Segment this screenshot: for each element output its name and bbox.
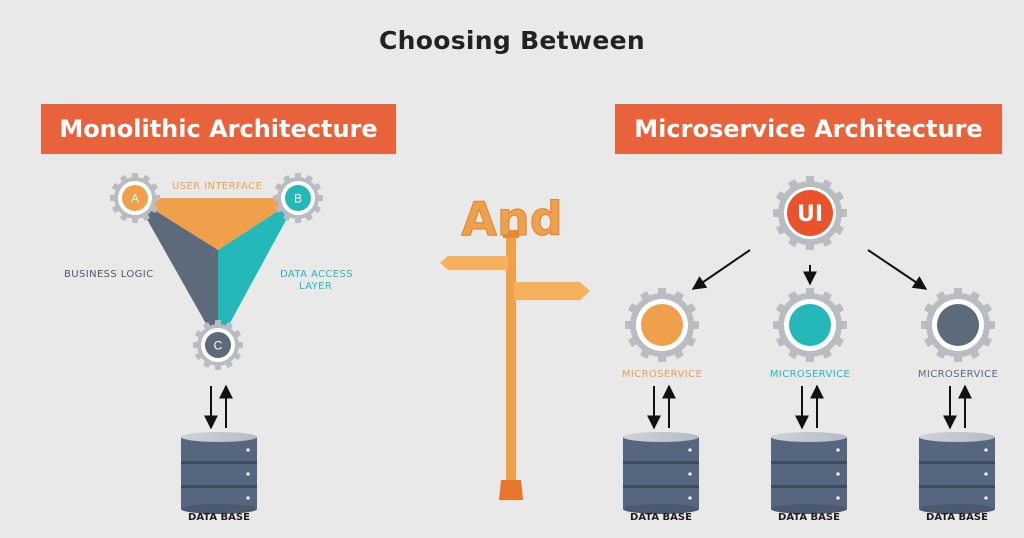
ui-to-service-arrows: [691, 249, 928, 290]
microservice-2-label: MICROSERVICE: [769, 369, 851, 380]
ui-node-label: UI: [797, 202, 823, 227]
monolith-db-arrows: [204, 384, 233, 430]
node-a-label: A: [131, 192, 139, 206]
node-b-label: B: [294, 192, 302, 206]
data-access-segment: [218, 198, 298, 345]
service-3-database-icon: [919, 432, 995, 514]
user-interface-segment: [135, 198, 298, 250]
service-1-database-label: DATA BASE: [630, 512, 692, 523]
node-b: B: [273, 173, 323, 223]
node-a: A: [110, 173, 160, 223]
microservice-architecture-banner: Microservice Architecture: [615, 104, 1002, 154]
microservice-3-label: MICROSERVICE: [917, 369, 999, 380]
monolith-database-label: DATA BASE: [188, 512, 250, 523]
signpost-icon: [440, 230, 590, 500]
service-2-database-icon: [771, 432, 847, 514]
and-word: And: [461, 192, 562, 246]
ui-node: UI: [773, 176, 847, 250]
user-interface-label: USER INTERFACE: [172, 181, 263, 192]
microservice-node-2: [773, 288, 847, 362]
microservice-2-fill: [789, 304, 831, 346]
data-access-label-line2: LAYER: [299, 281, 333, 292]
service-2-database-label: DATA BASE: [778, 512, 840, 523]
monolithic-triangle: [135, 198, 298, 345]
node-c-label: C: [214, 339, 223, 353]
microservice-1-label: MICROSERVICE: [621, 369, 703, 380]
microservice-3-fill: [937, 304, 979, 346]
microservice-node-3: [921, 288, 995, 362]
data-access-label-line1: DATA ACCESS: [280, 269, 353, 280]
microservice-node-1: [625, 288, 699, 362]
service-db-arrows: [647, 384, 972, 430]
business-logic-label: BUSINESS LOGIC: [64, 269, 154, 280]
monolithic-architecture-banner: Monolithic Architecture: [41, 104, 396, 154]
page-title: Choosing Between: [379, 26, 645, 55]
service-3-database-label: DATA BASE: [926, 512, 988, 523]
monolith-database-icon: [181, 432, 257, 514]
node-c: C: [193, 320, 243, 370]
microservice-1-fill: [641, 304, 683, 346]
business-logic-segment: [135, 198, 218, 345]
service-1-database-icon: [623, 432, 699, 514]
